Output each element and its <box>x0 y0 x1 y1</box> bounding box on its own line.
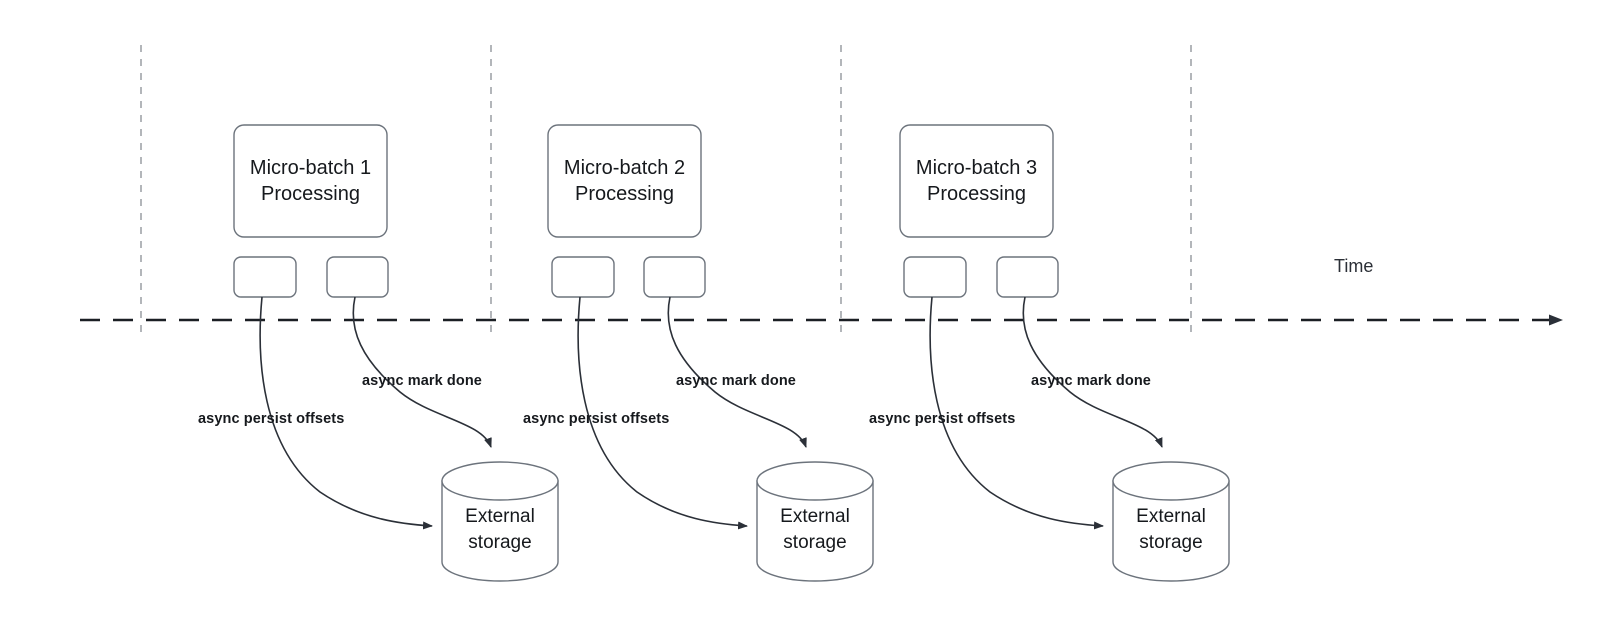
edge-label-async-mark-done-2: async mark done <box>676 373 796 389</box>
time-axis-label: Time <box>1334 256 1374 276</box>
micro-batch-1-box[interactable] <box>233 124 388 238</box>
edge-label-async-mark-done-1: async mark done <box>362 373 482 389</box>
task-box-1b[interactable] <box>326 256 389 298</box>
group-2-shapes <box>547 124 874 582</box>
edge-async-persist-offsets-1 <box>259 296 433 530</box>
edge-label-async-persist-offsets-2: async persist offsets <box>523 411 670 427</box>
micro-batch-3-box[interactable] <box>899 124 1054 238</box>
group-3-shapes <box>899 124 1230 582</box>
edge-async-mark-done-1 <box>352 296 492 448</box>
task-box-2b[interactable] <box>643 256 706 298</box>
edge-async-persist-offsets-2 <box>577 296 748 530</box>
task-box-1a[interactable] <box>233 256 297 298</box>
edge-async-persist-offsets-3 <box>929 296 1104 530</box>
edge-label-async-persist-offsets-1: async persist offsets <box>198 411 345 427</box>
edge-async-mark-done-2 <box>667 296 807 448</box>
task-box-3a[interactable] <box>903 256 967 298</box>
edge-label-async-persist-offsets-3: async persist offsets <box>869 411 1016 427</box>
edge-label-async-mark-done-3: async mark done <box>1031 373 1151 389</box>
task-box-2a[interactable] <box>551 256 615 298</box>
external-storage-2[interactable] <box>756 461 874 582</box>
task-box-3b[interactable] <box>996 256 1059 298</box>
group-1-shapes <box>233 124 559 582</box>
external-storage-1[interactable] <box>441 461 559 582</box>
micro-batch-2-box[interactable] <box>547 124 702 238</box>
external-storage-3[interactable] <box>1112 461 1230 582</box>
edge-async-mark-done-3 <box>1022 296 1163 448</box>
timeline-tick-lines <box>140 45 1192 337</box>
